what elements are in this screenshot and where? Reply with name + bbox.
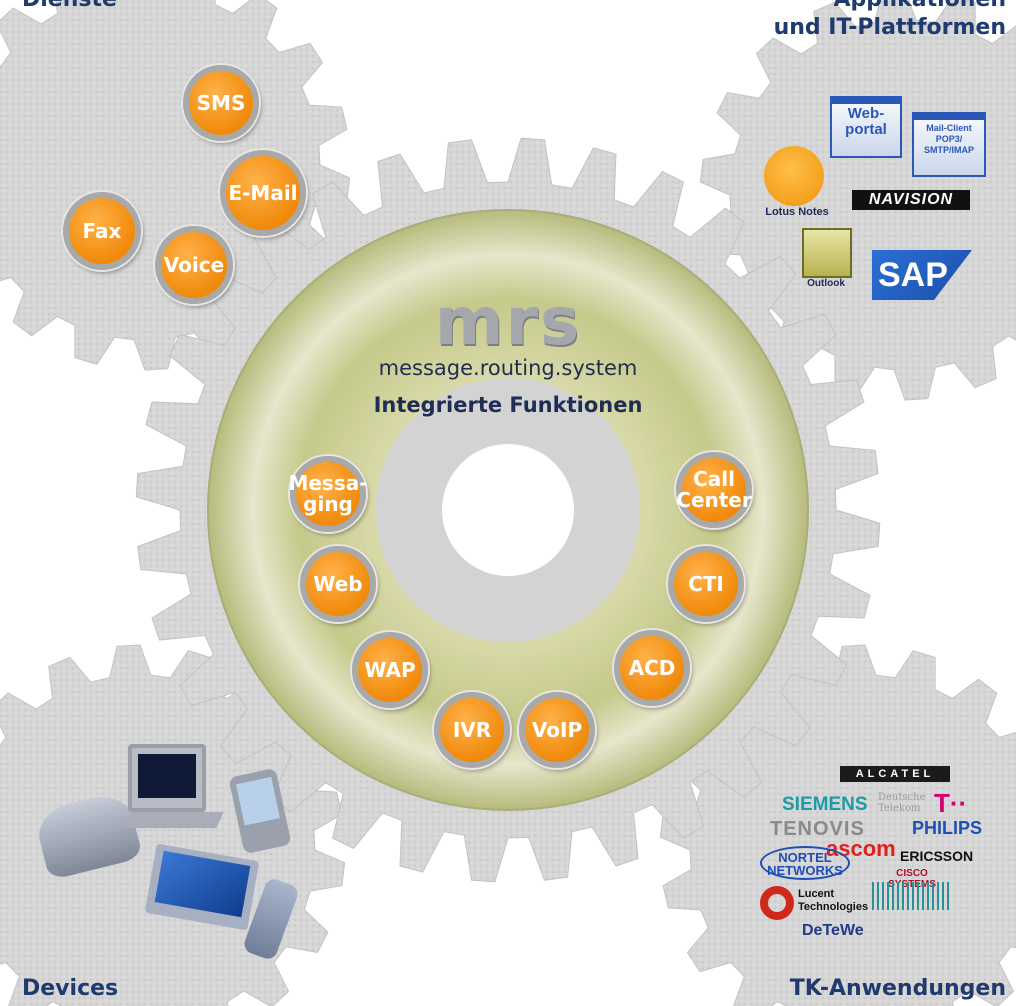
corner-label-telecom: TK-Anwendungen (789, 976, 1006, 1001)
nortel-logo: NORTEL NETWORKS (760, 846, 850, 880)
lucent-ring-icon (760, 886, 794, 920)
mrs-subtitle: message.routing.system (378, 356, 638, 380)
mrs-logo: mrs (434, 283, 582, 360)
corner-label-services: Dienste (22, 0, 117, 14)
philips-logo: PHILIPS (912, 818, 983, 838)
service-sms: SMS (183, 65, 259, 141)
outlook-label: Outlook (807, 278, 845, 289)
outlook-icon (802, 228, 852, 278)
function-ivr: IVR (434, 692, 510, 768)
corner-label-devices: Devices (22, 976, 119, 1001)
function-web: Web (300, 546, 376, 622)
webportal-logo: Web- portal (830, 96, 902, 158)
cd-hole (442, 444, 574, 576)
ericsson-logo: ERICSSON (900, 848, 974, 864)
alcatel-logo: ALCATEL (840, 766, 950, 782)
functions-title: Integrierte Funktionen (373, 393, 643, 417)
tenovis-logo: TENOVIS (770, 818, 865, 840)
corner-label-applications: Applikationen und IT-Plattformen (773, 0, 1006, 40)
lotus-notes-label: Lotus Notes (765, 206, 829, 218)
lotus-notes-icon (764, 146, 824, 206)
telekom-t-icon: T·· (934, 788, 968, 818)
function-voip: VoIP (519, 692, 595, 768)
function-wap: WAP (352, 632, 428, 708)
desktop-computer-device (128, 744, 206, 812)
keyboard-device (124, 812, 224, 828)
function-acd: ACD (614, 630, 690, 706)
siemens-logo: SIEMENS (782, 794, 868, 815)
cisco-bars-icon (872, 882, 952, 910)
gear-telecom (659, 644, 1016, 1006)
telekom-logo: Deutsche Telekom (878, 792, 926, 814)
mailclient-logo: Mail-Client POP3/ SMTP/IMAP (912, 112, 986, 177)
lucent-logo: Lucent Technologies (798, 888, 869, 913)
service-fax: Fax (63, 192, 141, 270)
navision-logo: NAVISION (852, 190, 970, 210)
service-voice: Voice (155, 226, 233, 304)
function-callcenter: Call Center (676, 452, 752, 528)
service-email: E-Mail (220, 150, 306, 236)
detewe-logo: DeTeWe (802, 922, 864, 939)
function-cti: CTI (668, 546, 744, 622)
function-messaging: Messa- ging (288, 456, 368, 532)
